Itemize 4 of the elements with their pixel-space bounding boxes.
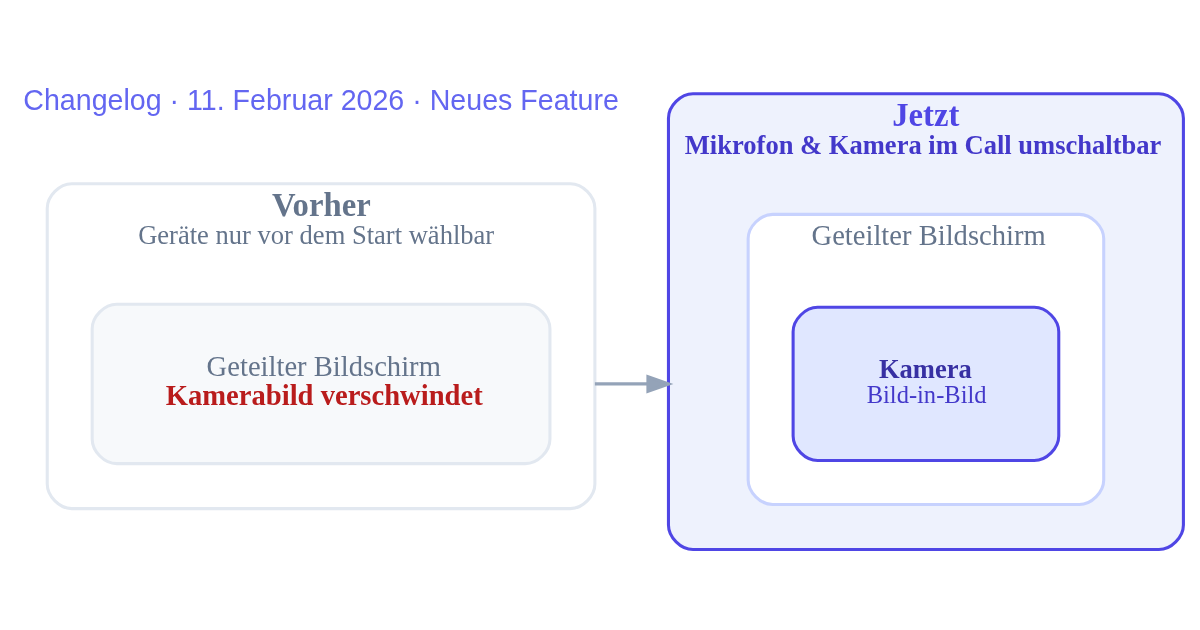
- node-box: Kamera Bild-in-Bild: [791, 305, 1061, 462]
- label: Changelog · 11. Februar 2026 · Neues Feature: [23, 83, 619, 116]
- node-box: Geteilter Bildschirm Kamerabild verschwindet: [90, 302, 552, 465]
- arrow: [594, 374, 674, 393]
